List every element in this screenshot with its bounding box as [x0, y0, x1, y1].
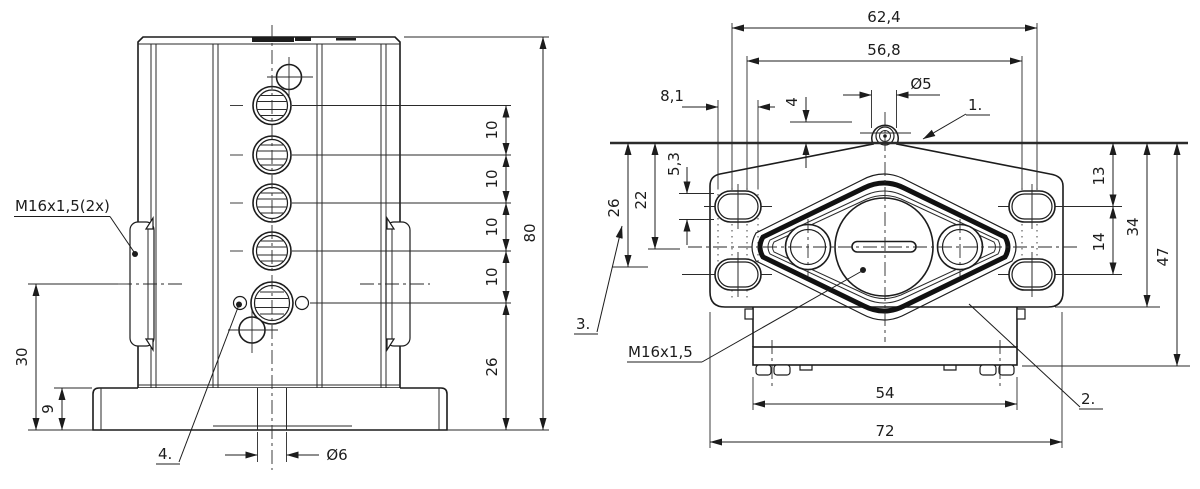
dim-pitch4: 10 [483, 267, 501, 286]
callouts-side: 1. 2. 3. M16x1,5 [574, 96, 1103, 410]
centerlines-front [28, 25, 430, 470]
dim-bottom-offset: 26 [483, 357, 501, 376]
leader-dot [132, 251, 138, 257]
dim-total-height: 47 [1154, 247, 1172, 266]
seal-gasket [751, 173, 1017, 321]
dim-height-total: 80 [521, 223, 539, 242]
dim-slot-width: 8,1 [660, 87, 684, 105]
callout-thread-center: M16x1,5 [628, 343, 693, 361]
top-port-slot [252, 37, 294, 42]
dim-base-height: 9 [39, 404, 57, 414]
front-view: 80 10 10 10 10 26 30 9 Ø6 M16x1,5(2x) [13, 25, 549, 470]
callout-item3: 3. [576, 315, 590, 333]
dim-pitch3: 10 [483, 217, 501, 236]
mounting-rail [744, 307, 1026, 386]
small-hole-left [232, 295, 248, 311]
mounting-slots [682, 184, 1122, 297]
dim-plate-height: 34 [1124, 217, 1142, 236]
dim-slot-height: 5,3 [665, 152, 683, 176]
dim-pitch1: 10 [483, 120, 501, 139]
dim-base-hole-dia: Ø6 [326, 446, 347, 464]
side-view: 62,4 56,8 8,1 Ø5 4 22 26 5,3 13 14 [574, 8, 1190, 448]
top-port-slot [336, 38, 356, 41]
dim-pin-height: 4 [783, 97, 801, 107]
dim-width-outer: 62,4 [867, 8, 900, 26]
dimensions-front: 80 10 10 10 10 26 30 9 Ø6 [13, 36, 547, 464]
callout-item4: 4. [158, 445, 172, 463]
dim-axis-offset: 22 [632, 190, 650, 209]
dim-side-port-height: 30 [13, 347, 31, 366]
extension-lines-front [28, 36, 549, 462]
dim-hole-pitch: 14 [1090, 232, 1108, 251]
mounting-base [92, 387, 448, 431]
dim-hole1-offset: 13 [1090, 166, 1108, 185]
small-hole-right [294, 295, 310, 311]
leader-dot [236, 301, 242, 308]
callout-item1: 1. [968, 96, 982, 114]
callouts-front: M16x1,5(2x) 4. [14, 197, 242, 465]
extension-lines-side [612, 23, 1190, 448]
dim-pin-dia: Ø5 [910, 75, 931, 93]
top-port-slot [295, 37, 311, 41]
leader-dot [860, 267, 866, 273]
dimensions-side: 62,4 56,8 8,1 Ø5 4 22 26 5,3 13 14 [605, 8, 1181, 446]
centerlines-side [688, 112, 1078, 342]
callout-thread-side-ports: M16x1,5(2x) [15, 197, 110, 215]
dim-pitch2: 10 [483, 169, 501, 188]
dim-rail-width: 54 [875, 384, 894, 402]
dim-lower-hole-offset: 26 [605, 198, 623, 217]
callout-item2: 2. [1081, 390, 1095, 408]
dim-width-inner: 56,8 [867, 41, 900, 59]
dim-plate-width: 72 [875, 422, 894, 440]
